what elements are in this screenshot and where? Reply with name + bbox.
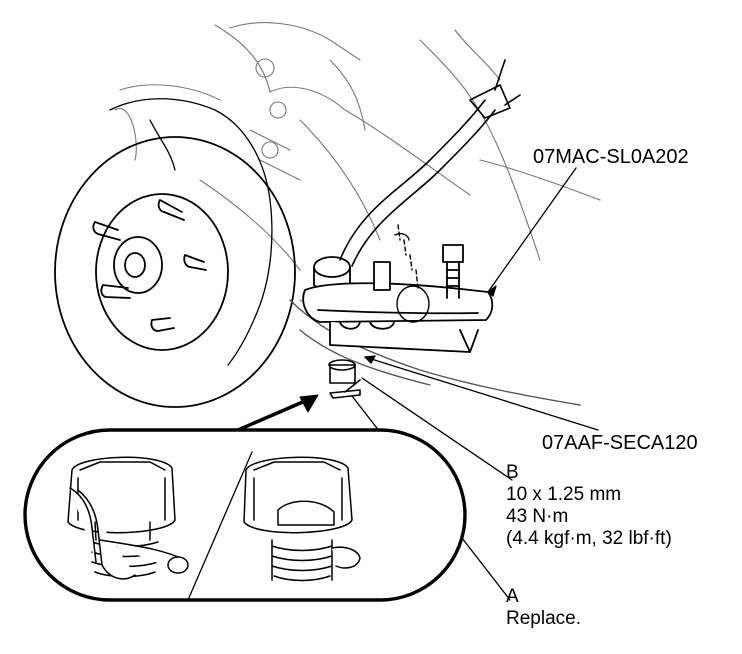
detail-nut-before	[67, 456, 189, 580]
steering-knuckle	[109, 98, 273, 366]
detail-inset	[23, 428, 467, 602]
callout-a: A Replace.	[506, 586, 581, 630]
brake-hose	[339, 59, 521, 267]
tool-label-upper: 07MAC-SL0A202	[533, 146, 689, 168]
wheel-hub	[54, 136, 296, 408]
lower-arm	[289, 299, 581, 406]
callout-b: B 10 x 1.25 mm 43 N·m (4.4 kgf·m, 32 lbf…	[506, 462, 672, 550]
detail-nut-after	[243, 456, 361, 582]
callout-a-letter: A	[506, 586, 519, 607]
safety-chain	[394, 224, 430, 323]
ball-joint-remover-tool	[302, 244, 494, 353]
tool-label-lower: 07AAF-SECA120	[542, 432, 698, 454]
callout-b-letter: B	[506, 462, 519, 483]
callout-a-note: Replace.	[506, 608, 581, 629]
callout-b-torque: 43 N·m	[506, 506, 569, 527]
callout-b-size: 10 x 1.25 mm	[506, 484, 622, 505]
callout-b-torque-alt: (4.4 kgf·m, 32 lbf·ft)	[506, 528, 672, 549]
detail-arrow	[236, 394, 319, 432]
castle-nut-and-pin	[328, 359, 361, 399]
